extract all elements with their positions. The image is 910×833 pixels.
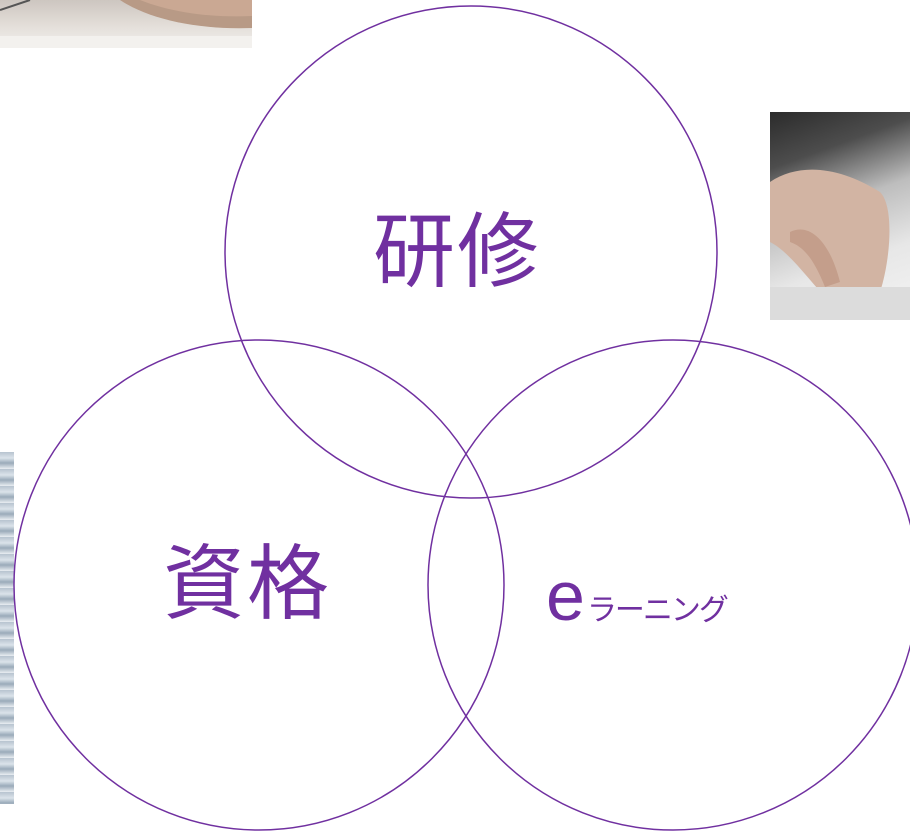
hand-writing-photo: [0, 0, 252, 48]
circle-label-elearning: e ラーニング: [546, 557, 729, 635]
circle-right: [427, 339, 910, 831]
elearning-suffix: ラーニング: [586, 593, 729, 628]
document-strip-photo: [0, 452, 14, 804]
circle-label-training: 研修: [373, 205, 542, 300]
hand-typing-photo: [770, 112, 910, 320]
circle-label-qualification: 資格: [163, 537, 332, 632]
circle-left: [13, 339, 505, 831]
elearning-prefix: e: [546, 557, 585, 635]
circle-top: [224, 5, 718, 499]
